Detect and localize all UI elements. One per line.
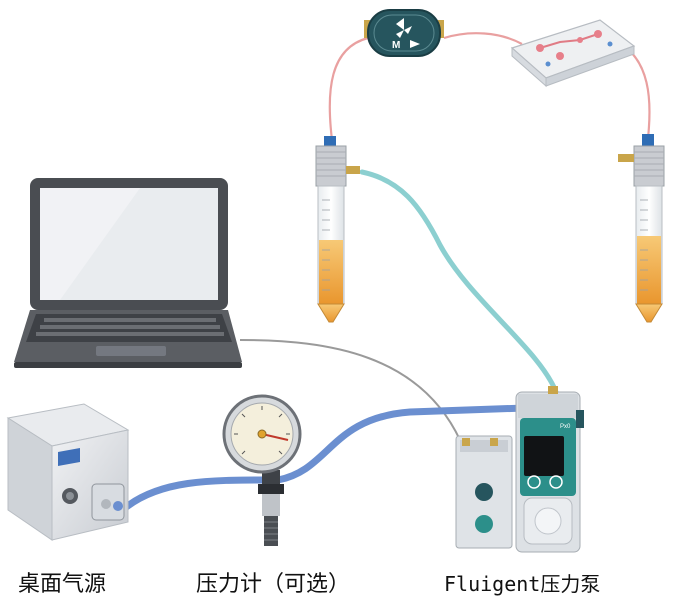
flow-sensor-letter: M	[392, 40, 400, 51]
pressure-tube-gauge-to-pump	[274, 404, 529, 484]
microfluidic-chip	[510, 19, 636, 88]
fluigent-pump: Px0	[455, 386, 584, 553]
fan-icon	[475, 483, 493, 501]
reservoir-tube-right	[618, 134, 665, 323]
pink-tube-left	[328, 36, 369, 141]
gas-source-label: 桌面气源	[18, 572, 107, 597]
laptop	[14, 178, 242, 368]
fan-icon	[396, 18, 412, 38]
pink-tube-middle	[443, 32, 523, 45]
pressure-tube-source-to-gauge	[121, 476, 272, 512]
gas-source	[6, 403, 130, 541]
pressure-gauge	[222, 394, 302, 546]
pump-badge: Px0	[560, 424, 571, 430]
pressure-gauge-label: 压力计（可选）	[196, 572, 351, 597]
teal-tube	[359, 169, 559, 395]
flow-direction-icon	[410, 40, 420, 48]
reservoir-tube-left	[315, 136, 360, 323]
flow-sensor: M	[364, 9, 444, 57]
pump-label: Fluigent压力泵	[444, 572, 601, 596]
